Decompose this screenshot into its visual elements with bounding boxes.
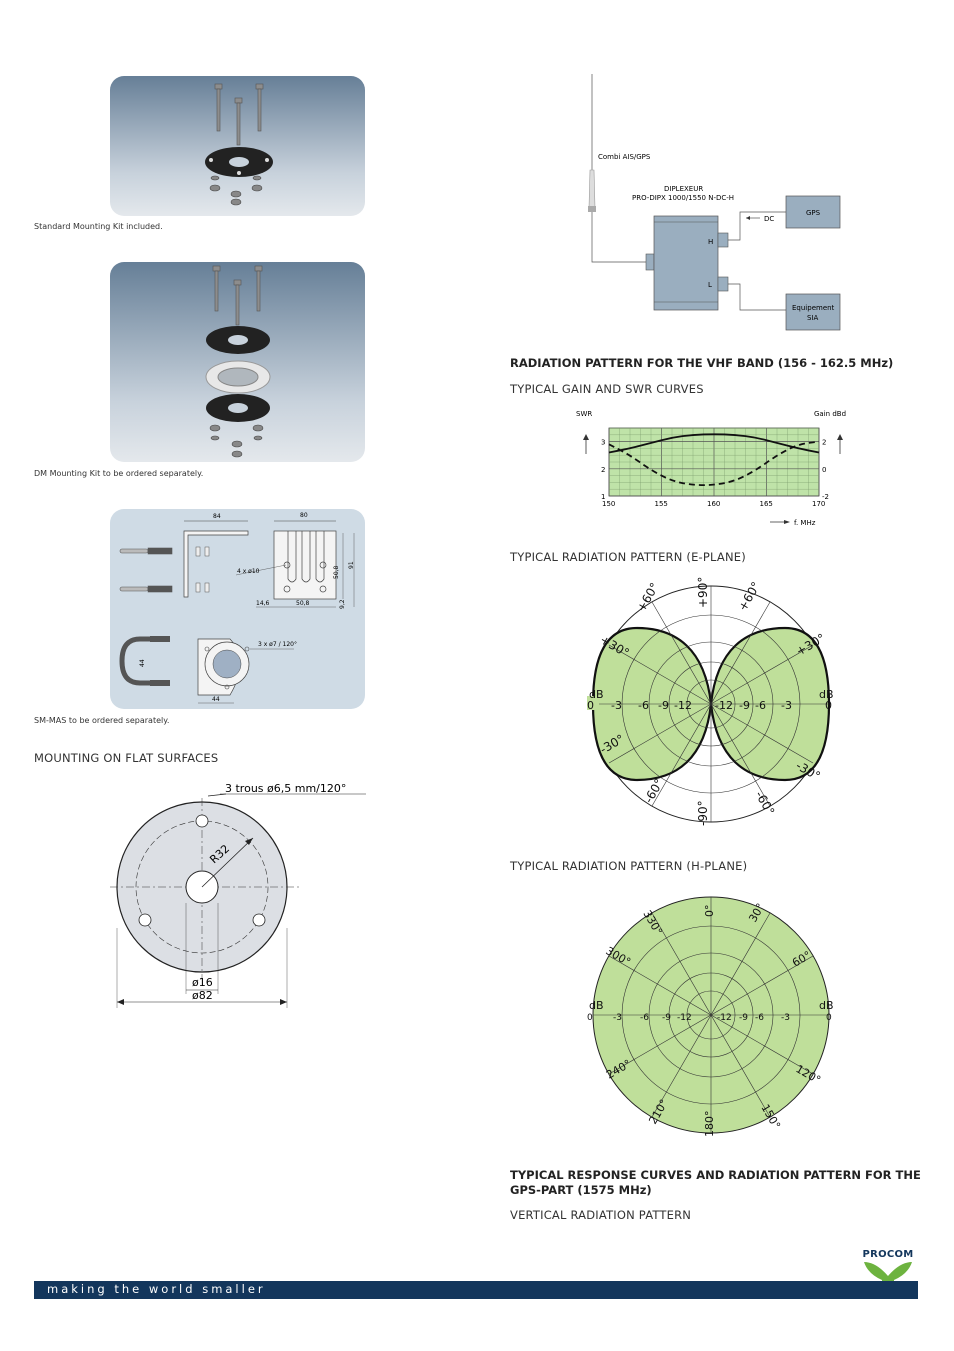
e-ring-3-left: -3 [611, 699, 622, 712]
sm-mas-drawing: 84 80 4 x ø10 50,8 91 9,2 14,6 50,8 44 [110, 509, 365, 709]
e-ring-9-right: -9 [739, 699, 750, 712]
x-tick-label: 150 [602, 500, 615, 508]
flat-mounting-heading: MOUNTING ON FLAT SURFACES [34, 751, 219, 765]
gain-swr-heading: TYPICAL GAIN AND SWR CURVES [510, 382, 704, 396]
flat-outer-diameter: ø82 [192, 989, 213, 1002]
h-ring-3-right: -3 [781, 1013, 790, 1023]
dim-44-vertical: 44 [139, 659, 146, 667]
h-ring-6-right: -6 [755, 1013, 764, 1023]
diplexer-l-port: L [708, 281, 712, 289]
h-ring-6-left: -6 [640, 1013, 649, 1023]
dim-50-8-vertical: 50,8 [333, 565, 340, 579]
e-ring-0-left: 0 [587, 699, 594, 712]
x-tick-label: 160 [707, 500, 720, 508]
equipment-label-1: Equipement [792, 304, 835, 312]
e-angle-plus90: +90° [696, 577, 710, 608]
antenna-label: Combi AIS/GPS [598, 153, 651, 161]
h-plane-pattern: dB dB 0 -3 -6 -9 -12 -12 -9 -6 -3 0 0° 3… [587, 896, 834, 1138]
dim-91: 91 [348, 561, 355, 569]
footer-tagline: making the world smaller [47, 1282, 266, 1296]
h-ring-3-left: -3 [613, 1013, 622, 1023]
dim-holes4: 4 x ø10 [237, 568, 260, 575]
y-right-tick-label: -2 [822, 493, 829, 501]
gps-heading-line1: TYPICAL RESPONSE CURVES AND RADIATION PA… [510, 1168, 921, 1182]
gain-swr-chart: SWR Gain dBd 150 155 160 165 170 1 2 3 -2 0 2 f.… [576, 410, 846, 527]
dm-kit-photo [110, 262, 365, 462]
e-ring-0-right: 0 [825, 699, 832, 712]
h-ring-0-left: 0 [587, 1013, 593, 1023]
vhf-heading: RADIATION PATTERN FOR THE VHF BAND (156 … [510, 356, 894, 370]
flat-holes-label: 3 trous ø6,5 mm/120° [225, 782, 346, 795]
chart-xlabel: f. MHz [794, 519, 816, 527]
diplexer-diagram: Combi AIS/GPS DIPLEXEUR PRO-DIPX 1000/15… [588, 74, 841, 331]
h-ring-9-right: -9 [739, 1013, 748, 1023]
dim-9-2: 9,2 [339, 599, 346, 609]
dim-50-8-horizontal: 50,8 [296, 600, 310, 607]
h-ring-12-left: -12 [677, 1013, 692, 1023]
diplexer-title2: PRO-DIPX 1000/1550 N-DC-H [632, 194, 734, 202]
e-db-right: dB [819, 688, 834, 701]
y-left-tick-label: 1 [601, 493, 605, 501]
chart-grid [608, 427, 820, 497]
e-ring-9-left: -9 [658, 699, 669, 712]
sm-mas-illustration: 84 80 4 x ø10 50,8 91 9,2 14,6 50,8 44 [119, 512, 355, 704]
standard-kit-photo [110, 76, 365, 216]
e-ring-12-right: -12 [715, 699, 733, 712]
standard-kit-caption: Standard Mounting Kit included. [34, 222, 163, 231]
dim-44-horizontal: 44 [212, 696, 220, 703]
gps-box-label: GPS [806, 209, 821, 217]
h-ring-9-left: -9 [662, 1013, 671, 1023]
h-angle-180: 180° [703, 1111, 716, 1138]
e-ring-6-right: -6 [755, 699, 766, 712]
e-plane-pattern: dB dB 0 -3 -6 -9 -12 -12 -9 -6 -3 0 +90°… [587, 577, 834, 826]
diplexer-h-port: H [708, 238, 713, 246]
dim-14-6: 14,6 [256, 600, 270, 607]
e-db-left: dB [589, 688, 604, 701]
gps-heading-line2: GPS-PART (1575 MHz) [510, 1183, 652, 1197]
procom-logo: PROCOM [858, 1249, 918, 1297]
e-plane-heading: TYPICAL RADIATION PATTERN (E-PLANE) [510, 550, 746, 564]
y-left-tick-label: 2 [601, 466, 605, 474]
sm-mas-caption: SM-MAS to be ordered separately. [34, 716, 170, 725]
x-tick-label: 170 [812, 500, 825, 508]
y-right-tick-label: 2 [822, 439, 826, 447]
dim-84: 84 [213, 513, 221, 520]
dim-80: 80 [300, 512, 308, 519]
x-tick-label: 165 [760, 500, 773, 508]
e-ring-6-left: -6 [638, 699, 649, 712]
flat-surface-drawing: 3 trous ø6,5 mm/120° R32 ø16 ø82 [110, 782, 366, 1008]
y-right-tick-label: 0 [822, 466, 826, 474]
dim-holes3: 3 x ø7 / 120° [258, 641, 297, 648]
e-ring-3-right: -3 [781, 699, 792, 712]
y-left-tick-label: 3 [601, 439, 605, 447]
dm-kit-caption: DM Mounting Kit to be ordered separately… [34, 469, 204, 478]
h-angle-0: 0° [703, 905, 716, 918]
vertical-pattern-heading: VERTICAL RADIATION PATTERN [510, 1208, 692, 1222]
x-tick-label: 155 [655, 500, 668, 508]
h-ring-12-right: -12 [717, 1013, 732, 1023]
gain-series-line [608, 433, 820, 454]
chart-x-ticks: 150 155 160 165 170 [602, 500, 825, 508]
procom-logo-text: PROCOM [862, 1249, 914, 1260]
equipment-label-2: SIA [807, 314, 819, 322]
chart-ylabel-right: Gain dBd [814, 410, 846, 418]
chart-ylabel-left: SWR [576, 410, 592, 418]
h-ring-0-right: 0 [826, 1013, 832, 1023]
footer-bar: making the world smaller [34, 1281, 918, 1299]
diplexer-title1: DIPLEXEUR [664, 185, 703, 193]
standard-kit-illustration [205, 83, 273, 206]
flat-inner-diameter: ø16 [192, 976, 213, 989]
h-plane-heading: TYPICAL RADIATION PATTERN (H-PLANE) [510, 859, 748, 873]
chart-y-left-ticks: 1 2 3 [601, 439, 605, 501]
dc-label: DC [764, 215, 774, 223]
procom-y-mark [864, 1262, 912, 1292]
h-db-left: dB [589, 999, 604, 1012]
h-db-right: dB [819, 999, 834, 1012]
e-angle-minus90: -90° [696, 800, 710, 826]
swr-series-line [608, 440, 820, 487]
e-ring-12-left: -12 [674, 699, 692, 712]
dm-kit-illustration [205, 265, 271, 458]
chart-y-right-ticks: -2 0 2 [822, 439, 829, 501]
